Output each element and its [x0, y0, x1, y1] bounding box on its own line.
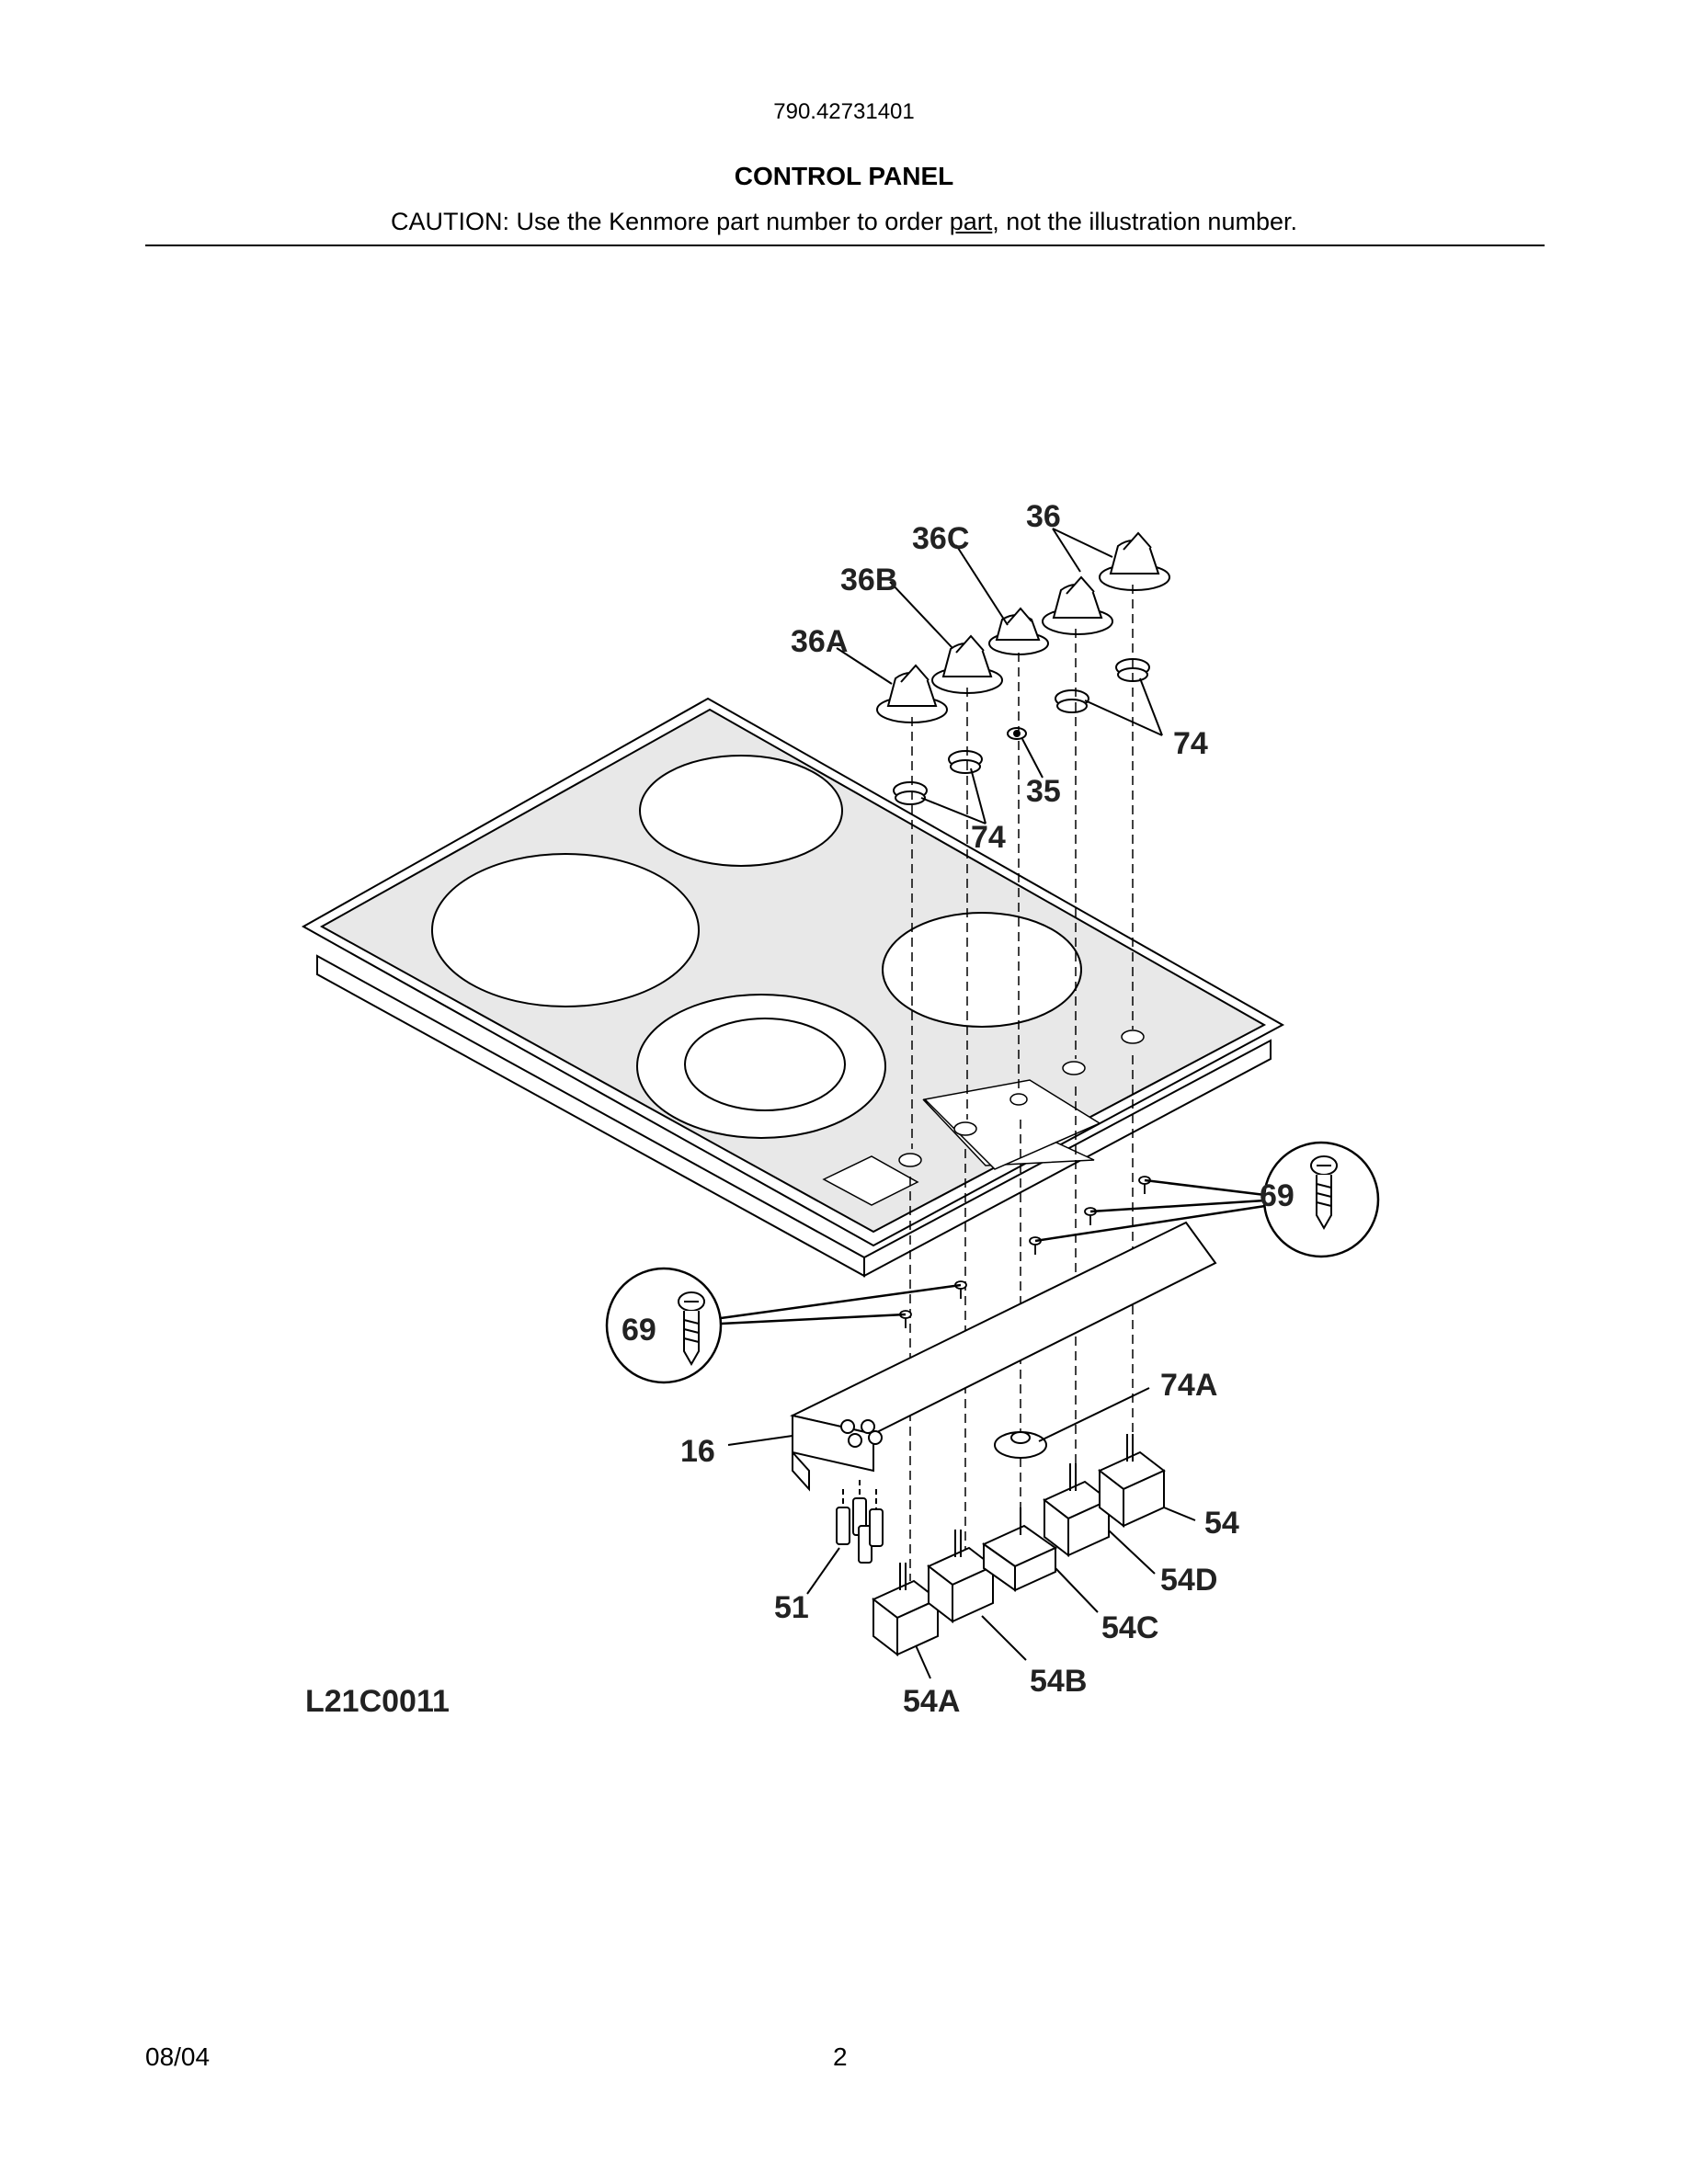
callout-69-right: 69	[1260, 1178, 1295, 1213]
bezel-icons	[893, 658, 1150, 805]
screw-inset-right	[1034, 1141, 1380, 1258]
burner-left-front	[431, 853, 700, 1007]
callout-54d: 54D	[1160, 1563, 1217, 1598]
switch-54-icon	[1098, 1434, 1166, 1529]
control-bracket-icon	[790, 1221, 1217, 1492]
callout-36c: 36C	[912, 521, 969, 556]
callout-74-right: 74	[1173, 726, 1208, 761]
callout-74a: 74A	[1160, 1368, 1217, 1403]
callout-labels: 36 36C 36B 36A 74 35 74 69 69 74A 16 54 …	[305, 499, 1295, 1719]
burner-left-rear	[639, 755, 843, 867]
screw-69-left-icon	[678, 1291, 705, 1367]
connector-74a-icon	[994, 1431, 1047, 1459]
callout-36a: 36A	[791, 624, 848, 659]
callout-54c: 54C	[1101, 1610, 1158, 1645]
callout-54a: 54A	[903, 1684, 960, 1719]
screw-inset-left	[605, 1267, 962, 1384]
switch-54a-icon	[872, 1563, 940, 1657]
screw-69-right-icon	[1310, 1155, 1338, 1231]
burner-right-front-inner	[684, 1018, 846, 1111]
page-title: CONTROL PANEL	[734, 162, 954, 190]
burner-right-rear	[882, 912, 1082, 1028]
knob-holes	[898, 1029, 1145, 1167]
knob-36a-icon	[876, 664, 948, 723]
screw-icon	[954, 1280, 967, 1299]
knob-36-right-icon	[1099, 531, 1170, 591]
bezel-35-icon	[1007, 727, 1027, 740]
switch-icons	[872, 1434, 1166, 1657]
caution-prefix: CAUTION: Use the Kenmore part number to …	[391, 208, 950, 235]
model-number: 790.42731401	[773, 99, 915, 124]
leader-lines	[727, 528, 1196, 1679]
lamp-51-icon	[836, 1480, 884, 1564]
callout-36: 36	[1026, 499, 1061, 534]
caution-note: CAUTION: Use the Kenmore part number to …	[0, 208, 1688, 236]
callout-74-left: 74	[971, 820, 1006, 855]
bezel-left-2-icon	[948, 750, 983, 774]
switch-54c-icon	[981, 1507, 1058, 1592]
burner-elements	[431, 755, 1082, 1139]
header-rule	[145, 245, 1545, 246]
callout-36b: 36B	[840, 563, 897, 597]
indicator-zones	[822, 1079, 1101, 1206]
footer-date: 08/04	[145, 2042, 211, 2071]
callout-69-left: 69	[622, 1313, 656, 1348]
knob-36b-icon	[931, 634, 1003, 694]
switch-54b-icon	[927, 1530, 995, 1624]
knob-36-left-icon	[1042, 575, 1113, 635]
figure-id: L21C0011	[305, 1684, 450, 1719]
callout-51: 51	[774, 1590, 809, 1625]
caution-suffix: , not the illustration number.	[992, 208, 1297, 235]
footer-page-number: 2	[833, 2042, 848, 2071]
callout-35: 35	[1026, 774, 1061, 809]
callout-16: 16	[680, 1434, 715, 1469]
callout-54: 54	[1204, 1506, 1239, 1541]
switch-54d-icon	[1043, 1463, 1111, 1558]
knob-icons	[876, 531, 1170, 723]
knob-36c-icon	[988, 607, 1049, 655]
screw-icon	[899, 1310, 912, 1328]
bezel-right-1-icon	[1055, 689, 1089, 713]
caution-underlined-word: part	[949, 208, 993, 235]
callout-54b: 54B	[1030, 1664, 1087, 1699]
bezel-left-1-icon	[893, 781, 928, 805]
small-screws	[899, 1176, 1151, 1328]
screw-icon	[1138, 1176, 1151, 1194]
